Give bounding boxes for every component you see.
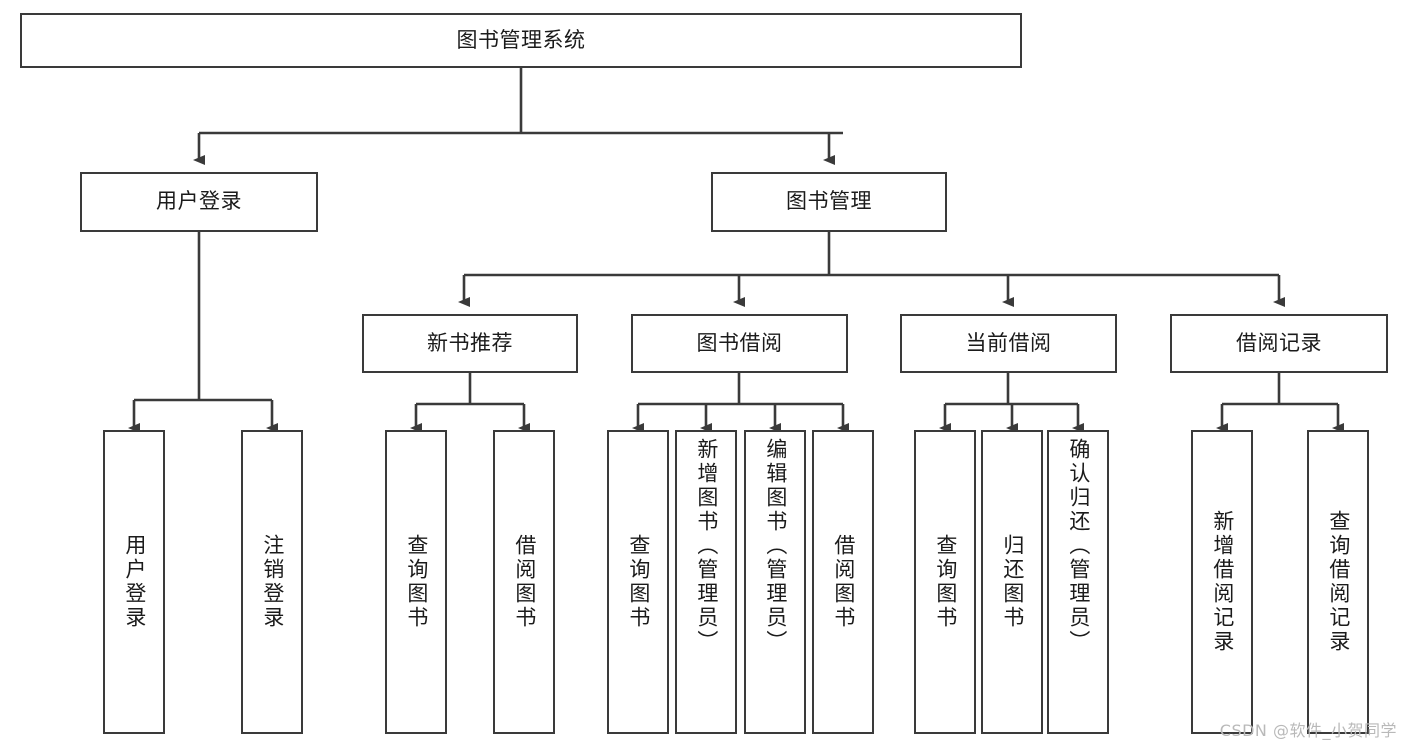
node-leaf-query-record[interactable]: 查询借阅记录	[1307, 430, 1369, 734]
node-new-book-recommend-label: 新书推荐	[427, 330, 513, 355]
node-leaf-query-record-label: 查询借阅记录	[1326, 510, 1351, 654]
node-leaf-borrow-book-2[interactable]: 借阅图书	[812, 430, 874, 734]
node-leaf-confirm-return[interactable]: 确认归还（管理员）	[1047, 430, 1109, 734]
node-leaf-return-book[interactable]: 归还图书	[981, 430, 1043, 734]
node-leaf-query-book-3-label: 查询图书	[933, 534, 958, 630]
node-new-book-recommend[interactable]: 新书推荐	[362, 314, 578, 373]
node-current-borrow[interactable]: 当前借阅	[900, 314, 1117, 373]
node-leaf-query-book-1[interactable]: 查询图书	[385, 430, 447, 734]
node-leaf-logout-label: 注销登录	[260, 534, 285, 630]
node-leaf-add-record-label: 新增借阅记录	[1210, 510, 1235, 654]
node-leaf-query-book-3[interactable]: 查询图书	[914, 430, 976, 734]
node-leaf-add-record[interactable]: 新增借阅记录	[1191, 430, 1253, 734]
node-user-login-label: 用户登录	[156, 189, 242, 214]
node-leaf-edit-book-label: 编辑图书（管理员）	[763, 438, 788, 654]
node-leaf-user-login-label: 用户登录	[122, 534, 147, 630]
node-borrow-record-label: 借阅记录	[1236, 330, 1322, 355]
node-leaf-add-book[interactable]: 新增图书（管理员）	[675, 430, 737, 734]
node-leaf-add-book-label: 新增图书（管理员）	[694, 438, 719, 654]
node-book-borrow-label: 图书借阅	[696, 330, 783, 355]
node-leaf-confirm-return-label: 确认归还（管理员）	[1066, 438, 1091, 654]
node-leaf-borrow-book-2-label: 借阅图书	[831, 534, 856, 630]
node-leaf-query-book-2-label: 查询图书	[626, 534, 651, 630]
node-leaf-borrow-book-1-label: 借阅图书	[512, 534, 537, 630]
csdn-watermark: CSDN @软件_小贺同学	[1219, 721, 1397, 740]
node-book-borrow[interactable]: 图书借阅	[631, 314, 848, 373]
node-root[interactable]: 图书管理系统	[20, 13, 1022, 68]
node-leaf-return-book-label: 归还图书	[1000, 534, 1025, 630]
node-leaf-query-book-2[interactable]: 查询图书	[607, 430, 669, 734]
node-leaf-logout[interactable]: 注销登录	[241, 430, 303, 734]
node-current-borrow-label: 当前借阅	[965, 330, 1052, 355]
node-leaf-user-login[interactable]: 用户登录	[103, 430, 165, 734]
node-leaf-borrow-book-1[interactable]: 借阅图书	[493, 430, 555, 734]
node-user-login[interactable]: 用户登录	[80, 172, 318, 232]
node-borrow-record[interactable]: 借阅记录	[1170, 314, 1388, 373]
node-leaf-edit-book[interactable]: 编辑图书（管理员）	[744, 430, 806, 734]
node-book-manage-label: 图书管理	[786, 189, 872, 214]
node-book-manage[interactable]: 图书管理	[711, 172, 947, 232]
node-root-label: 图书管理系统	[456, 27, 586, 52]
node-leaf-query-book-1-label: 查询图书	[404, 534, 429, 630]
